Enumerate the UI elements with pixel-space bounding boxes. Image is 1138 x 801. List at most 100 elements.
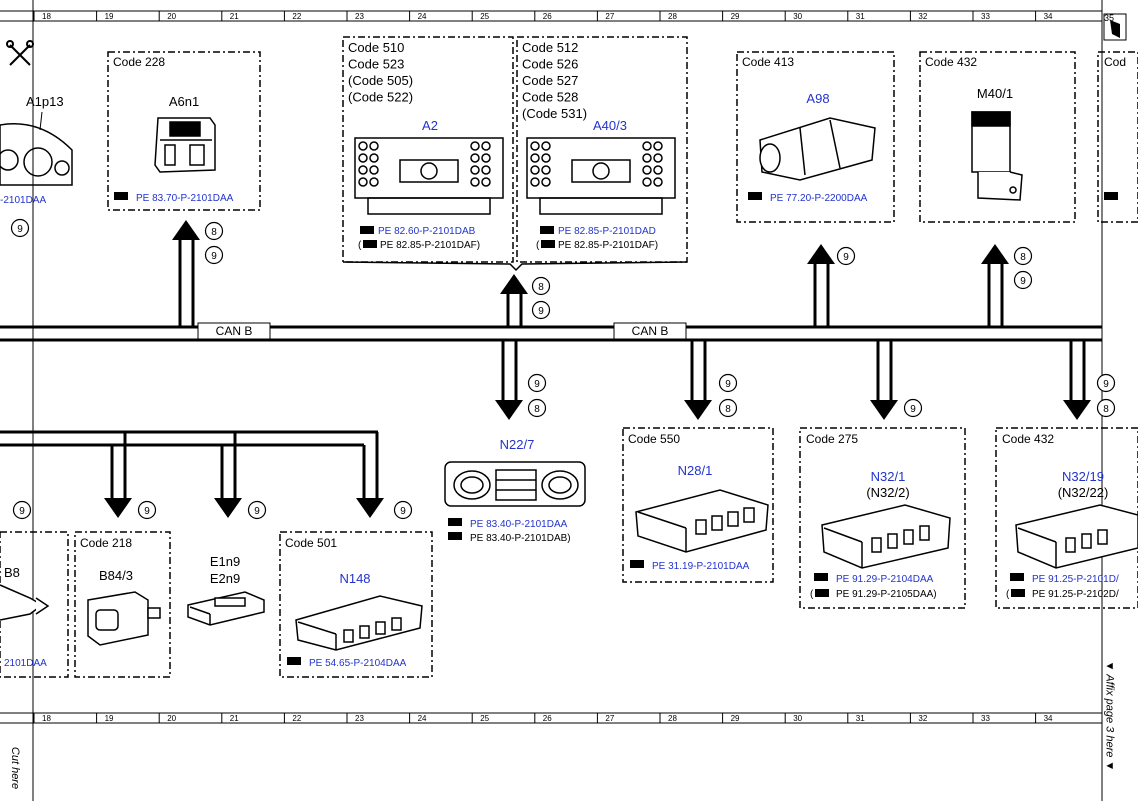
can-bus-label-left: CAN B bbox=[197, 322, 271, 340]
a40-label: A40/3 bbox=[593, 118, 627, 133]
arrow-head-m40 bbox=[981, 244, 1009, 264]
reference-icon bbox=[815, 589, 829, 597]
a6n1-label: A6n1 bbox=[169, 94, 199, 109]
connector-circle: 8 bbox=[718, 398, 738, 418]
n28-ref-link[interactable]: PE 31.19-P-2101DAA bbox=[652, 561, 750, 572]
arrow-n32-1 bbox=[876, 340, 893, 402]
can-bus-upper bbox=[0, 325, 1102, 342]
n22-ref-alt: PE 83.40-P-2101DAB) bbox=[470, 533, 571, 544]
connector-circle: 8 bbox=[527, 398, 547, 418]
connector-number: 9 bbox=[1020, 276, 1026, 287]
ruler-number: 31 bbox=[856, 714, 865, 723]
a6n1-ref-link[interactable]: PE 83.70-P-2101DAA bbox=[136, 193, 234, 204]
b84-label: B84/3 bbox=[99, 568, 133, 583]
code-line: Code 523 bbox=[348, 57, 404, 72]
e1n9-label: E1n9 bbox=[210, 554, 240, 569]
arrow-n32-19 bbox=[1069, 340, 1086, 402]
connector-circle: 9 bbox=[204, 245, 224, 265]
ruler-number: 27 bbox=[605, 12, 614, 21]
connector-circle: 9 bbox=[836, 246, 856, 266]
n22-label: N22/7 bbox=[500, 437, 535, 452]
motor-actuator-icon bbox=[759, 117, 876, 181]
arrow-head-a6n1 bbox=[172, 220, 200, 240]
a6n1-code: Code 228 bbox=[113, 55, 165, 69]
connector-number: 9 bbox=[910, 404, 916, 415]
a1p13-ref-link[interactable]: -2101DAA bbox=[0, 195, 46, 206]
n22-ref-link[interactable]: PE 83.40-P-2101DAA bbox=[470, 519, 568, 530]
arrow-b84 bbox=[110, 432, 127, 498]
module-m40: Code 432 M40/1 bbox=[919, 51, 1076, 223]
connector-circle: 8 bbox=[531, 276, 551, 296]
arrow-a6n1 bbox=[178, 240, 195, 327]
arrow-head-n32-19 bbox=[1063, 400, 1091, 420]
connector-circle: 9 bbox=[718, 373, 738, 393]
code-line: Code 526 bbox=[522, 57, 578, 72]
n32-1-alt-label: (N32/2) bbox=[866, 485, 909, 500]
module-b8: B8 2101DAA bbox=[0, 531, 69, 678]
reference-icon bbox=[448, 532, 462, 540]
svg-text:(: ( bbox=[1006, 589, 1010, 600]
ruler-number: 31 bbox=[856, 12, 865, 21]
connector-number: 9 bbox=[17, 224, 23, 235]
b8-ref-link[interactable]: 2101DAA bbox=[4, 658, 47, 669]
n32-1-ref-link[interactable]: PE 91.29-P-2104DAA bbox=[836, 574, 934, 585]
connector-number: 8 bbox=[1103, 404, 1109, 415]
reference-icon bbox=[363, 240, 377, 248]
connector-circle: 8 bbox=[1013, 246, 1033, 266]
n148-ref-link[interactable]: PE 54.65-P-2104DAA bbox=[309, 658, 407, 669]
n148-code: Code 501 bbox=[285, 536, 337, 550]
ruler-number: 28 bbox=[668, 714, 677, 723]
switch-module-icon bbox=[154, 117, 216, 173]
arrow-head-n148 bbox=[356, 498, 384, 518]
connector-circle: 9 bbox=[247, 500, 267, 520]
control-unit-icon-n148 bbox=[295, 595, 423, 651]
module-e1n9: E1n9 E2n9 bbox=[187, 554, 265, 626]
reference-icon bbox=[540, 226, 554, 234]
connector-number: 8 bbox=[1020, 252, 1026, 263]
connector-circle: 9 bbox=[1013, 270, 1033, 290]
connector-circle: 9 bbox=[137, 500, 157, 520]
ruler-number: 22 bbox=[292, 714, 301, 723]
module-n22: N22/7 PE 83.40-P-2101DAA PE 83.40-P-2101… bbox=[444, 437, 586, 544]
ruler-number: 20 bbox=[167, 714, 176, 723]
svg-text:(: ( bbox=[358, 240, 362, 251]
n28-code: Code 550 bbox=[628, 432, 680, 446]
a2-ref-link[interactable]: PE 82.60-P-2101DAB bbox=[378, 226, 476, 237]
instrument-cluster-icon bbox=[0, 123, 73, 186]
arrow-e1n9 bbox=[220, 432, 237, 498]
corner-tab: 35 bbox=[1103, 13, 1127, 41]
connector-circle: 9 bbox=[531, 300, 551, 320]
ruler-number: 23 bbox=[355, 12, 364, 21]
can-bus-label-right: CAN B bbox=[613, 322, 687, 340]
connector-number: 9 bbox=[1103, 379, 1109, 390]
code-line: Code 527 bbox=[522, 73, 578, 88]
arrow-a98 bbox=[813, 262, 830, 327]
n32-19-ref-link[interactable]: PE 91.25-P-2101D/ bbox=[1032, 574, 1119, 585]
affix-page-label: ▼ Affix page 3 here ▼ bbox=[1103, 660, 1116, 772]
ruler-number: 18 bbox=[42, 12, 51, 21]
module-n32-19: Code 432 N32/19 (N32/22) PE 91.25-P-2101… bbox=[995, 427, 1138, 609]
a98-ref-link[interactable]: PE 77.20-P-2200DAA bbox=[770, 193, 868, 204]
a40-ref-link[interactable]: PE 82.85-P-2101DAD bbox=[558, 226, 656, 237]
lower-bus bbox=[0, 430, 378, 447]
can-b-label-left: CAN B bbox=[216, 324, 253, 338]
connector-number: 8 bbox=[538, 282, 544, 293]
connector-number: 9 bbox=[254, 506, 260, 517]
svg-text:(: ( bbox=[810, 589, 814, 600]
sensor-icon-b8 bbox=[0, 584, 50, 621]
ruler-number: 33 bbox=[981, 12, 990, 21]
scissors-icon bbox=[6, 40, 34, 66]
connector-number: 9 bbox=[534, 379, 540, 390]
corner-number: 35 bbox=[1104, 13, 1114, 23]
ruler-number: 30 bbox=[793, 12, 802, 21]
ruler-number: 19 bbox=[105, 12, 114, 21]
module-cod-partial: Cod bbox=[1097, 51, 1138, 223]
arrow-head-n28 bbox=[684, 400, 712, 420]
connector-circle: 9 bbox=[1096, 373, 1116, 393]
control-unit-icon-n32-1 bbox=[821, 504, 951, 569]
ruler-number: 30 bbox=[793, 714, 802, 723]
